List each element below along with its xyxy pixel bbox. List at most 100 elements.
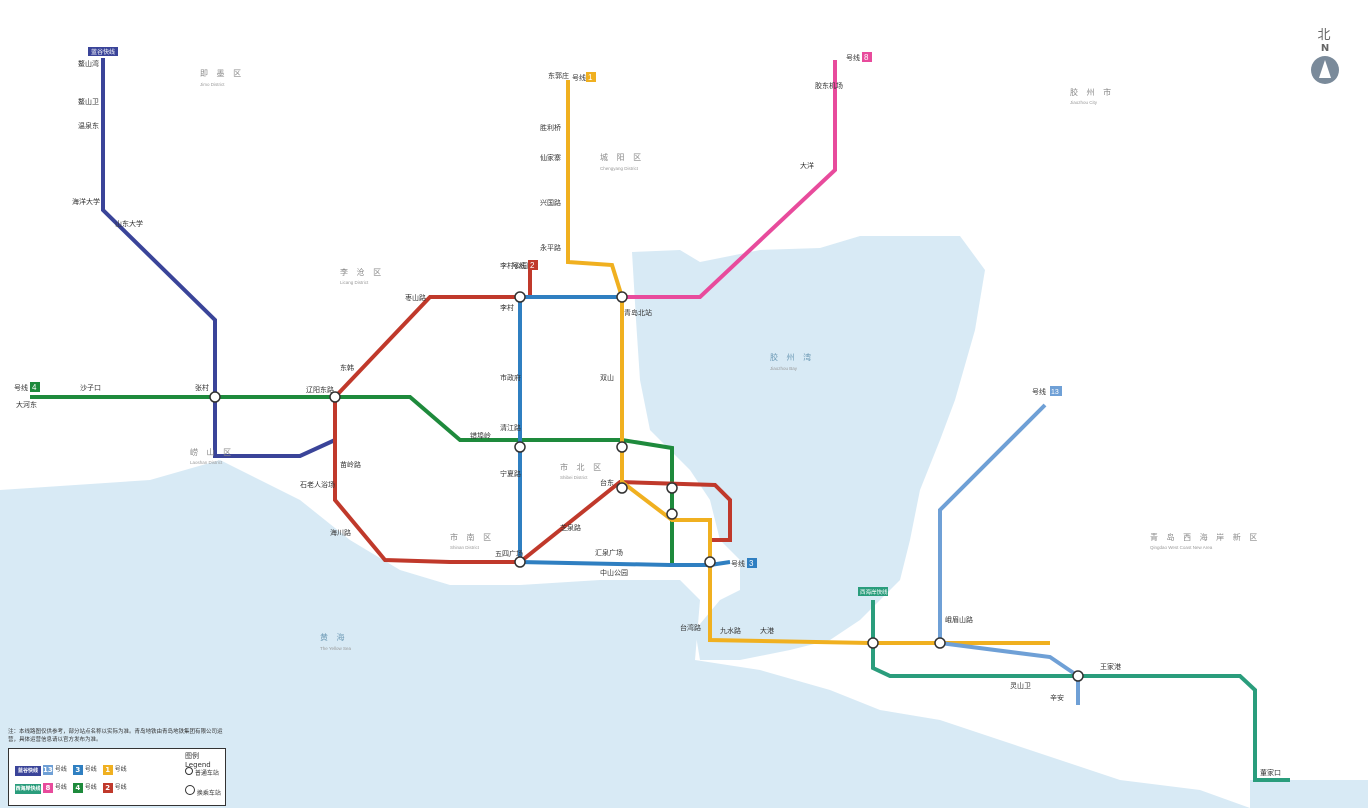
transfer-station-icon bbox=[185, 785, 195, 795]
station-label[interactable]: 李村 bbox=[500, 303, 514, 312]
station-label[interactable]: 大港 bbox=[760, 626, 774, 635]
station-label[interactable]: 温泉东 bbox=[78, 121, 99, 130]
line-tag-12[interactable]: 西海岸快线 bbox=[858, 587, 888, 596]
station-label[interactable]: 张村 bbox=[195, 383, 209, 392]
station-label[interactable]: 东郭庄 bbox=[548, 71, 569, 80]
station-label[interactable]: 汇泉广场 bbox=[595, 548, 623, 557]
station-label[interactable]: 九水路 bbox=[720, 626, 741, 635]
station-label[interactable]: 海洋大学 bbox=[72, 197, 100, 206]
station-label[interactable]: 中山公园 bbox=[600, 568, 628, 577]
transfer-station[interactable] bbox=[704, 556, 716, 568]
district-label: 市 北 区 bbox=[560, 462, 604, 472]
station-label[interactable]: 大河东 bbox=[16, 400, 37, 409]
station-label[interactable]: 胜利桥 bbox=[540, 123, 561, 132]
station-label[interactable]: 胶东机场 bbox=[815, 81, 843, 90]
station-label[interactable]: 王家港 bbox=[1100, 662, 1121, 671]
legend-text-8: 号线 bbox=[54, 784, 67, 791]
district-label: 市 南 区 bbox=[450, 532, 494, 542]
station-label[interactable]: 枣山路 bbox=[405, 293, 426, 302]
station-label[interactable]: 错埠岭 bbox=[470, 431, 491, 440]
legend-chip-4: 4 bbox=[72, 783, 83, 793]
transfer-station[interactable] bbox=[616, 482, 628, 494]
station-label[interactable]: 青岛北站 bbox=[624, 308, 652, 317]
station-label[interactable]: 兴国路 bbox=[540, 198, 561, 207]
compass-zh: 北 bbox=[1317, 28, 1333, 43]
district-label: 即 墨 区 bbox=[200, 69, 244, 78]
water-label-en: Jiaozhou Bay bbox=[770, 366, 798, 371]
station-label[interactable]: 辛安 bbox=[1050, 693, 1064, 702]
line-tag-num: 8 bbox=[864, 53, 869, 62]
legend-text-1: 号线 bbox=[114, 766, 127, 773]
station-label[interactable]: 台东 bbox=[600, 478, 614, 487]
line-tag-text: 号线 bbox=[14, 383, 28, 392]
line1-path bbox=[566, 80, 1050, 645]
transfer-station[interactable] bbox=[209, 391, 221, 403]
transfer-station[interactable] bbox=[616, 291, 628, 303]
station-label[interactable]: 宁夏路 bbox=[500, 469, 521, 478]
legend-title: 图例 Legend bbox=[185, 752, 211, 769]
transfer-station[interactable] bbox=[666, 482, 678, 494]
line-tag-4[interactable]: 4 号线 bbox=[14, 382, 40, 392]
station-label[interactable]: 永平路 bbox=[540, 243, 561, 252]
transfer-station[interactable] bbox=[514, 556, 526, 568]
transfer-station[interactable] bbox=[867, 637, 879, 649]
legend-text-3: 号线 bbox=[84, 766, 97, 773]
jiaozhou-bay bbox=[632, 236, 985, 660]
line-tag-text: 号线 bbox=[846, 53, 860, 62]
station-label[interactable]: 台湾路 bbox=[680, 623, 701, 632]
transfer-station[interactable] bbox=[514, 291, 526, 303]
transfer-station[interactable] bbox=[934, 637, 946, 649]
transfer-station[interactable] bbox=[616, 441, 628, 453]
transfer-stations bbox=[209, 291, 1084, 682]
line-tag-text: 号线 bbox=[731, 559, 745, 568]
line-tag-8[interactable]: 8 号线 bbox=[846, 52, 872, 62]
legend-transfer-label: 换乘车站 bbox=[196, 790, 221, 797]
station-label[interactable]: 大洋 bbox=[800, 161, 814, 170]
station-label[interactable]: 鳌山卫 bbox=[78, 97, 99, 106]
district-label: 胶 州 市 bbox=[1070, 87, 1114, 97]
station-label[interactable]: 辽阳东路 bbox=[306, 385, 334, 394]
district-label-en: Chengyang District bbox=[600, 166, 639, 171]
legend-row-1: 蓝谷快线 13 号线 3 号线 1 号线 bbox=[15, 765, 131, 776]
line-tag-text: 号线 bbox=[1032, 387, 1046, 396]
station-label[interactable]: 峨眉山路 bbox=[945, 615, 973, 624]
legend-normal-label: 普通车站 bbox=[194, 770, 219, 777]
station-label[interactable]: 五四广场 bbox=[495, 549, 523, 558]
station-label[interactable]: 鳌山湾 bbox=[78, 59, 99, 68]
district-label: 城 阳 区 bbox=[600, 153, 644, 162]
line-tag-1[interactable]: 1 号线 bbox=[572, 72, 596, 82]
transfer-station[interactable] bbox=[1072, 670, 1084, 682]
station-label[interactable]: 芝泉路 bbox=[560, 523, 581, 532]
legend-text-13: 号线 bbox=[54, 766, 67, 773]
district-label-en: Shinan District bbox=[450, 545, 480, 550]
station-label[interactable]: 海川路 bbox=[330, 528, 351, 537]
transfer-station[interactable] bbox=[666, 508, 678, 520]
transfer-station[interactable] bbox=[329, 391, 341, 403]
legend-chip-2: 2 bbox=[102, 783, 113, 793]
line-tag-13[interactable]: 13 号线 bbox=[1032, 386, 1062, 396]
water-label: 胶 州 湾 bbox=[770, 352, 814, 362]
station-label[interactable]: 苗岭路 bbox=[340, 460, 361, 469]
transfer-station[interactable] bbox=[514, 441, 526, 453]
legend-transfer: 换乘车站 bbox=[185, 785, 221, 797]
station-label[interactable]: 石老人浴场 bbox=[300, 480, 335, 489]
station-label[interactable]: 仙家寨 bbox=[540, 153, 561, 162]
station-label[interactable]: 市政府 bbox=[500, 373, 521, 382]
station-label[interactable]: 东韩 bbox=[340, 363, 354, 372]
station-label[interactable]: 董家口 bbox=[1260, 768, 1281, 777]
line-tag-11[interactable]: 蓝谷快线 bbox=[88, 47, 118, 56]
line-tag-2[interactable]: 2 号线 bbox=[512, 260, 538, 270]
district-label-en: Jimo District bbox=[200, 82, 225, 87]
station-label[interactable]: 灵山卫 bbox=[1010, 681, 1031, 690]
station-label[interactable]: 李村公园 bbox=[500, 261, 528, 270]
water-label-en: The Yellow Sea bbox=[320, 646, 352, 651]
station-label[interactable]: 沙子口 bbox=[80, 384, 101, 392]
legend-text-2: 号线 bbox=[114, 784, 127, 791]
station-label[interactable]: 双山 bbox=[600, 373, 614, 382]
line-tag-3[interactable]: 3 号线 bbox=[731, 558, 757, 568]
station-label[interactable]: 山东大学 bbox=[115, 219, 143, 228]
station-label[interactable]: 清江路 bbox=[500, 423, 521, 432]
district-label-en: Shibei District bbox=[560, 475, 588, 480]
north-arrow-icon bbox=[1311, 56, 1339, 84]
